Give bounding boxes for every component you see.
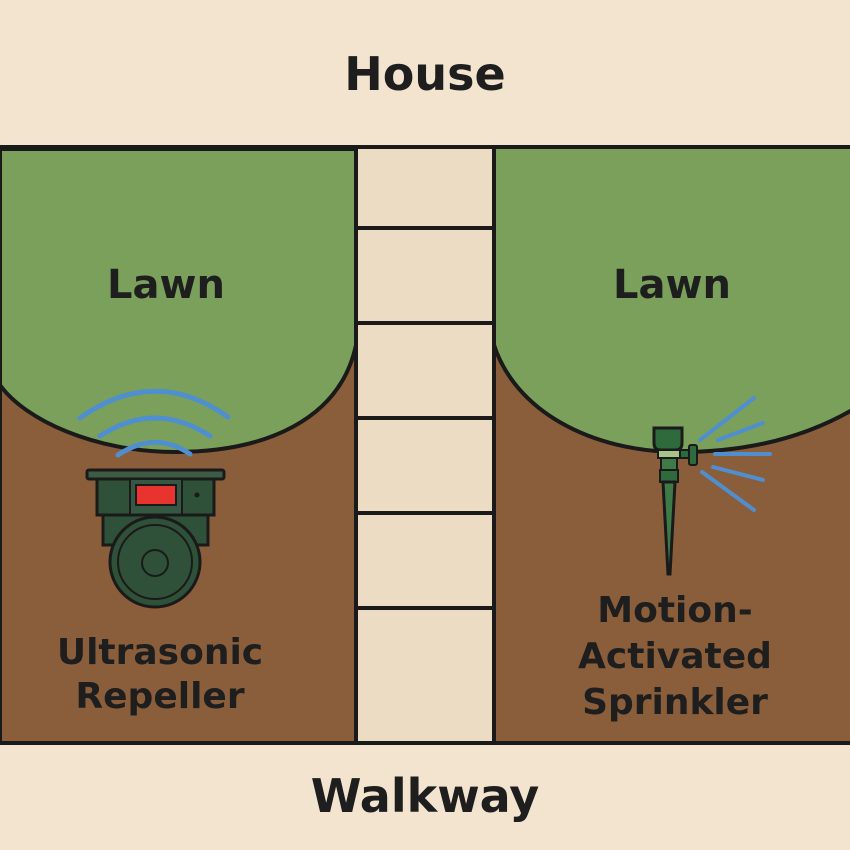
lawn-right-label: Lawn	[613, 262, 731, 308]
sprinkler-icon	[652, 396, 772, 576]
walkway-label: Walkway	[311, 769, 540, 823]
sprinkler-label-line2: Activated	[578, 636, 772, 677]
water-spray-icon	[698, 396, 772, 512]
sprinkler-label-line3: Sprinkler	[582, 682, 768, 723]
left-lawn	[0, 145, 358, 455]
repeller-label-line2: Repeller	[75, 676, 244, 717]
ultrasonic-repeller-icon	[77, 388, 231, 609]
repeller-label-line1: Ultrasonic	[57, 632, 263, 673]
sprinkler-label-line1: Motion-	[597, 590, 752, 631]
lawn-left-label: Lawn	[107, 262, 225, 308]
stepping-path	[354, 145, 496, 745]
indicator-light	[135, 484, 177, 506]
ultrasonic-wave-icon	[77, 388, 231, 458]
house-label: House	[344, 47, 505, 101]
